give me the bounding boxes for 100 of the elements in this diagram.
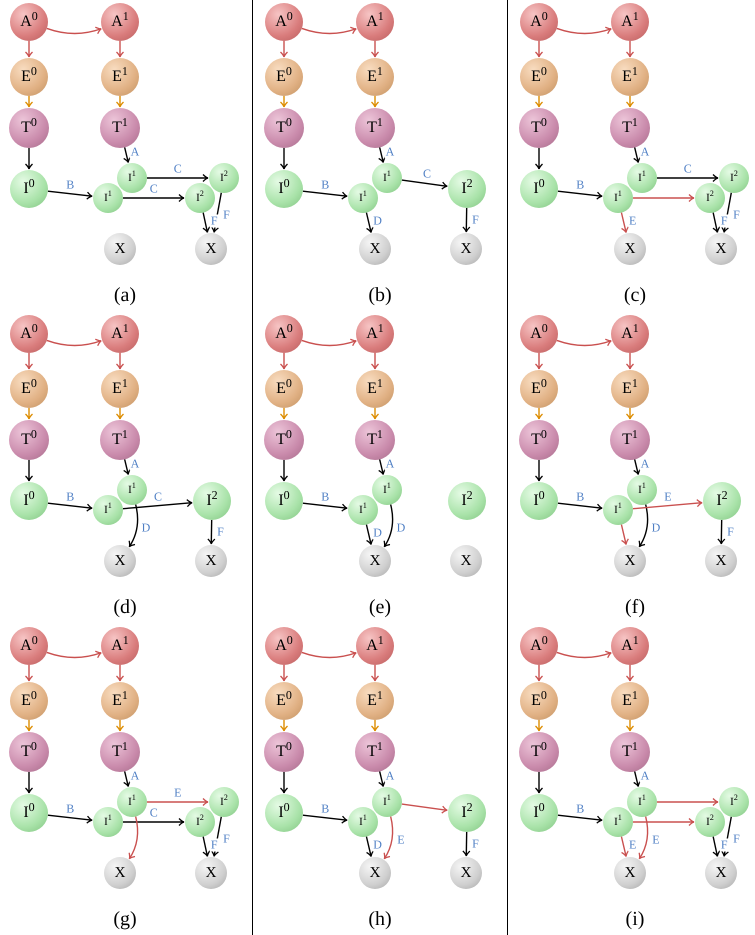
node-label: A$^{0}$: [20, 326, 38, 342]
node-label: X: [624, 554, 636, 568]
node-label: E$^{1}$: [367, 693, 383, 709]
node-label: T$^{1}$: [112, 432, 128, 448]
node-label: T$^{0}$: [21, 432, 37, 448]
node-label: X: [460, 866, 472, 880]
node-label: X: [460, 242, 472, 256]
edge-label: B: [320, 178, 330, 192]
edge-label: A: [640, 457, 650, 470]
node-label: I$^{1}$: [359, 504, 367, 516]
node-label: I$^{0}$: [278, 805, 290, 821]
node-label: T$^{0}$: [276, 120, 292, 136]
node-label: X: [206, 242, 216, 256]
node-label: T$^{1}$: [622, 744, 638, 760]
edge-label: C: [682, 162, 693, 176]
edge-label: A: [130, 457, 140, 470]
edge-label: D: [372, 838, 383, 852]
node-label: E$^{1}$: [622, 693, 638, 709]
node-label: E$^{0}$: [276, 381, 292, 397]
node-label: I$^{1}$: [104, 192, 112, 204]
edge-label: B: [65, 178, 76, 192]
edge-label: A: [130, 145, 140, 158]
node-label: I$^{1}$: [383, 484, 391, 496]
node-label: I$^{0}$: [278, 181, 290, 197]
node-label: I$^{2}$: [706, 192, 714, 204]
node-label: A$^{1}$: [366, 14, 384, 30]
node-label: T$^{0}$: [531, 120, 547, 136]
node-label: X: [370, 866, 380, 880]
node-label: X: [716, 242, 726, 256]
node-label: I$^{2}$: [730, 172, 738, 184]
node-label: X: [206, 866, 216, 880]
node-label: I$^{1}$: [638, 172, 646, 184]
edge-label: A: [384, 769, 396, 782]
node-label: A$^{0}$: [530, 326, 548, 342]
edge-label: E: [663, 490, 673, 504]
edge-label: A: [130, 769, 140, 782]
node-label: T$^{1}$: [622, 432, 638, 448]
node-label: I$^{1}$: [359, 192, 367, 204]
node-label: A$^{0}$: [275, 638, 293, 654]
node-label: I$^{0}$: [533, 181, 545, 197]
edge-label: B: [575, 178, 586, 192]
edge-label: A: [640, 769, 650, 782]
node-label: A$^{1}$: [621, 326, 639, 342]
node-label: A$^{0}$: [275, 326, 293, 342]
node-label: T$^{0}$: [531, 432, 547, 448]
node-label: I$^{1}$: [638, 484, 646, 496]
node-label: I$^{1}$: [614, 816, 622, 828]
node-label: T$^{1}$: [367, 744, 383, 760]
panel-caption: (f): [625, 596, 645, 618]
node-label: I$^{0}$: [533, 805, 545, 821]
node-label: A$^{0}$: [20, 14, 38, 30]
node-label: X: [114, 866, 126, 880]
edge-label: D: [372, 214, 383, 228]
node-label: I$^{0}$: [23, 181, 35, 197]
edge-label: A: [640, 145, 650, 158]
node-label: A$^{1}$: [111, 326, 129, 342]
node-label: I$^{1}$: [359, 816, 367, 828]
node-label: I$^{1}$: [614, 192, 622, 204]
node-label: I$^{2}$: [716, 493, 728, 509]
node-label: E$^{0}$: [531, 69, 547, 85]
edge-label: B: [320, 490, 330, 504]
edge-label: F: [732, 832, 741, 846]
edge-label: F: [720, 838, 729, 852]
node-label: I$^{0}$: [533, 493, 545, 509]
node-label: I$^{1}$: [128, 796, 136, 808]
node-label: X: [716, 866, 726, 880]
node-label: I$^{0}$: [23, 493, 35, 509]
node-label: X: [206, 554, 216, 568]
node-label: X: [370, 242, 380, 256]
edge-label: F: [726, 525, 735, 538]
node-label: X: [114, 242, 126, 256]
edge-label: D: [372, 526, 383, 540]
node-label: E$^{1}$: [367, 69, 383, 85]
node-label: I$^{2}$: [196, 192, 204, 204]
node-label: I$^{0}$: [278, 493, 290, 509]
edge-label: E: [628, 838, 638, 852]
node-label: T$^{1}$: [112, 120, 128, 136]
node-label: A$^{0}$: [530, 14, 548, 30]
panel-caption: (h): [368, 908, 392, 930]
node-label: T$^{1}$: [367, 120, 383, 136]
node-label: A$^{1}$: [111, 14, 129, 30]
node-label: T$^{0}$: [21, 744, 37, 760]
panel-caption: (g): [113, 908, 137, 930]
node-label: I$^{2}$: [461, 181, 473, 197]
edge-label: C: [148, 182, 159, 196]
node-label: A$^{1}$: [621, 14, 639, 30]
node-label: E$^{1}$: [112, 693, 128, 709]
node-label: I$^{2}$: [461, 805, 473, 821]
node-label: I$^{1}$: [128, 172, 136, 184]
node-label: E$^{0}$: [276, 69, 292, 85]
node-label: A$^{0}$: [20, 638, 38, 654]
node-label: A$^{1}$: [621, 638, 639, 654]
edge-label: F: [720, 214, 729, 228]
node-label: X: [370, 554, 380, 568]
edge-label: A: [384, 145, 396, 158]
node-label: E$^{1}$: [112, 381, 128, 397]
node-label: A$^{0}$: [530, 638, 548, 654]
node-label: I$^{0}$: [23, 805, 35, 821]
node-label: I$^{1}$: [638, 796, 646, 808]
node-label: E$^{0}$: [21, 693, 37, 709]
